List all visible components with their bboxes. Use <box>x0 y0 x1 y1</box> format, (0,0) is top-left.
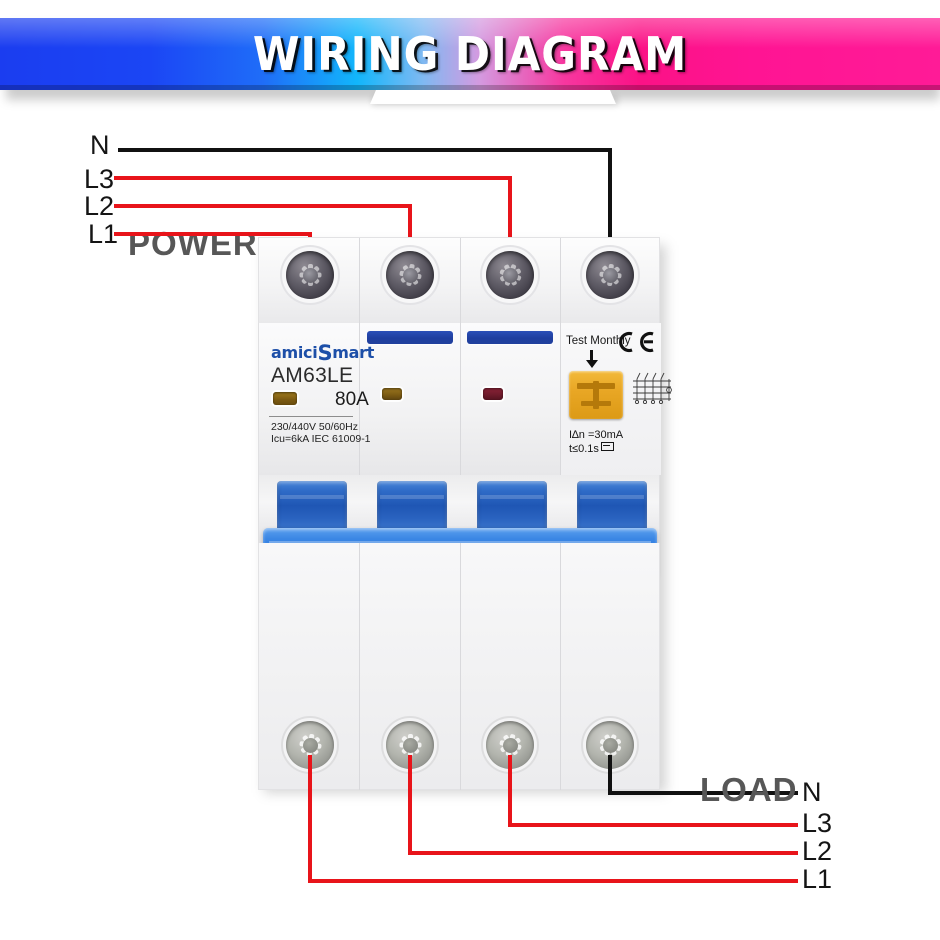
power-wire-l2-horizontal <box>114 204 408 208</box>
screw-hub <box>602 737 618 753</box>
page-title: WIRING DIAGRAM <box>252 27 688 81</box>
brand-suffix: mart <box>332 343 375 362</box>
load-wire-l1-vertical <box>308 755 312 883</box>
power-label-l1: L1 <box>88 219 119 249</box>
rcd-symbol-icon <box>600 442 614 451</box>
screw-hub <box>302 267 318 283</box>
banner-bottom-edge <box>0 85 940 90</box>
test-button-t-stem <box>593 381 599 409</box>
spec-line-1: 230/440V 50/60Hz <box>271 421 358 433</box>
load-label-l2: L2 <box>802 836 833 866</box>
banner-notch <box>370 90 616 104</box>
load-label-n: N <box>802 777 822 807</box>
brand-s-glyph: S <box>317 341 333 365</box>
load-wire-l1-horizontal <box>308 879 798 883</box>
toggle-lever-1[interactable] <box>277 481 347 533</box>
top-terminal-screw-1[interactable] <box>286 251 334 299</box>
power-wire-n-horizontal <box>118 148 612 152</box>
test-button-t-base <box>581 401 611 406</box>
power-label-l3: L3 <box>84 164 115 194</box>
top-terminal-screw-3[interactable] <box>486 251 534 299</box>
module-1-indicator-led <box>273 392 297 405</box>
load-wire-l2-vertical <box>408 755 412 855</box>
device-module-3 <box>461 323 561 475</box>
load-wire-l3-horizontal <box>508 823 798 827</box>
screw-hub <box>402 267 418 283</box>
circuit-schematic-icon <box>629 371 675 407</box>
device-current-rating: 80A <box>335 389 369 410</box>
down-arrow-head-icon <box>586 360 598 368</box>
header-banner: WIRING DIAGRAM <box>0 18 940 100</box>
module-2-indicator-led <box>382 388 402 400</box>
load-section-label: LOAD <box>700 771 798 808</box>
brand-prefix: amici <box>271 343 318 362</box>
power-wire-l2-vertical <box>408 204 412 268</box>
screw-hub <box>502 737 518 753</box>
toggle-lever-2[interactable] <box>377 481 447 533</box>
spec-divider <box>269 416 353 417</box>
toggle-lever-4[interactable] <box>577 481 647 533</box>
device-model: AM63LE <box>271 364 354 387</box>
top-terminal-screw-2[interactable] <box>386 251 434 299</box>
screw-hub <box>402 737 418 753</box>
power-wire-n-vertical <box>608 148 612 268</box>
module-2-blue-strip <box>367 331 453 344</box>
bottom-terminal-screw-2[interactable] <box>386 721 434 769</box>
test-monthly-label: Test Monthly <box>566 335 631 347</box>
power-wire-l3-horizontal <box>114 176 508 180</box>
load-label-l3: L3 <box>802 808 833 838</box>
device-module-4-rcd: Test Monthly <box>561 323 672 475</box>
tie-bar-highlight <box>269 541 651 544</box>
screw-hub <box>502 267 518 283</box>
down-arrow-icon <box>590 350 593 362</box>
screw-hub <box>302 737 318 753</box>
load-wire-n-horizontal <box>608 791 798 795</box>
power-wire-l1-horizontal <box>114 232 308 236</box>
test-button[interactable] <box>569 371 623 419</box>
brand-logo: amiciSmart <box>271 341 375 365</box>
screw-hub <box>602 267 618 283</box>
top-terminal-screw-4[interactable] <box>586 251 634 299</box>
rcd-rated-current: I∆n =30mA <box>569 429 624 441</box>
rcd-specifications: I∆n =30mA t≤0.1s <box>569 428 623 456</box>
load-wire-l2-horizontal <box>408 851 798 855</box>
power-label-l2: L2 <box>84 191 115 221</box>
power-label-n: N <box>90 130 110 160</box>
load-wire-l3-vertical <box>508 755 512 827</box>
module-3-indicator-led <box>483 388 503 400</box>
toggle-lever-3[interactable] <box>477 481 547 533</box>
device-module-2 <box>360 323 460 475</box>
power-wire-l3-vertical <box>508 176 512 268</box>
ce-mark-icon <box>615 331 657 353</box>
load-wire-n-vertical <box>608 755 612 795</box>
module-3-blue-strip <box>467 331 553 344</box>
spec-line-2: Icu=6kA IEC 61009-1 <box>271 433 371 445</box>
power-section-label: POWER <box>128 225 258 262</box>
device-lever-area <box>258 475 660 578</box>
load-label-l1: L1 <box>802 864 833 894</box>
rcd-trip-time: t≤0.1s <box>569 443 599 455</box>
